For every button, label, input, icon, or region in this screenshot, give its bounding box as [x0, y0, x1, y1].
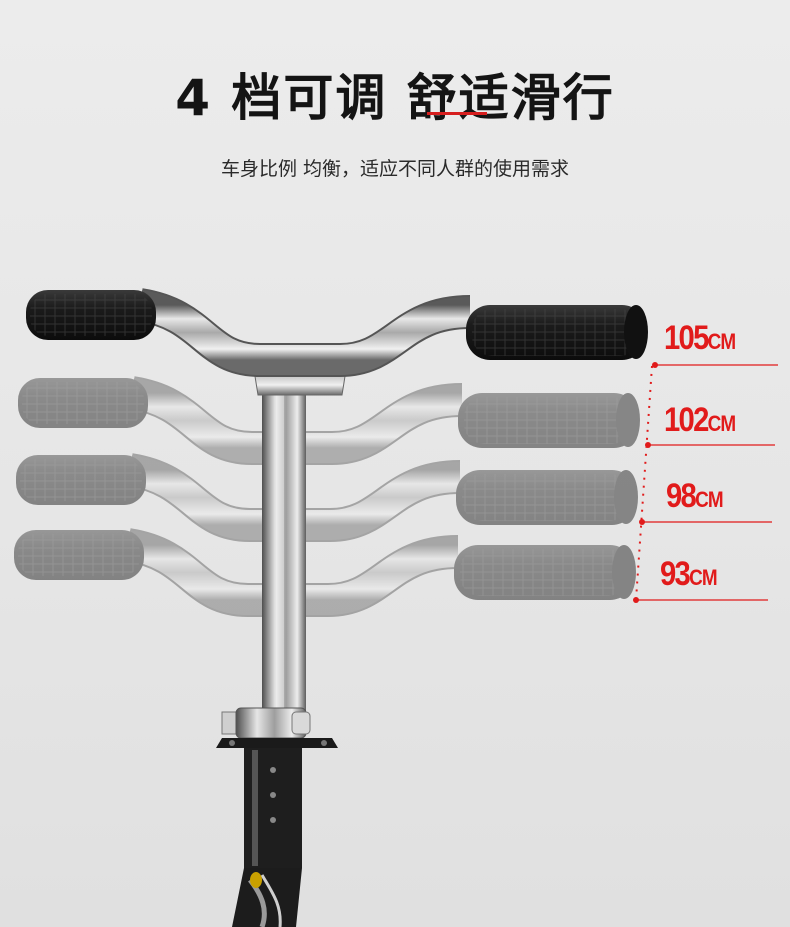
stem-tube — [262, 370, 306, 715]
title-accent-underline — [427, 112, 487, 115]
height-label-93: 93CM — [660, 555, 718, 593]
page-title: 4 档可调 舒适滑行 — [175, 69, 615, 127]
height-label-98: 98CM — [666, 477, 724, 515]
handlebar-position-98 — [16, 455, 638, 525]
page-subtitle: 车身比例 均衡，适应不同人群的使用需求 — [220, 158, 570, 180]
height-guides — [633, 362, 778, 603]
handlebar-position-105 — [26, 290, 648, 360]
height-label-102: 102CM — [664, 401, 736, 439]
height-clamp — [216, 707, 338, 748]
height-label-105: 105CM — [664, 319, 736, 357]
